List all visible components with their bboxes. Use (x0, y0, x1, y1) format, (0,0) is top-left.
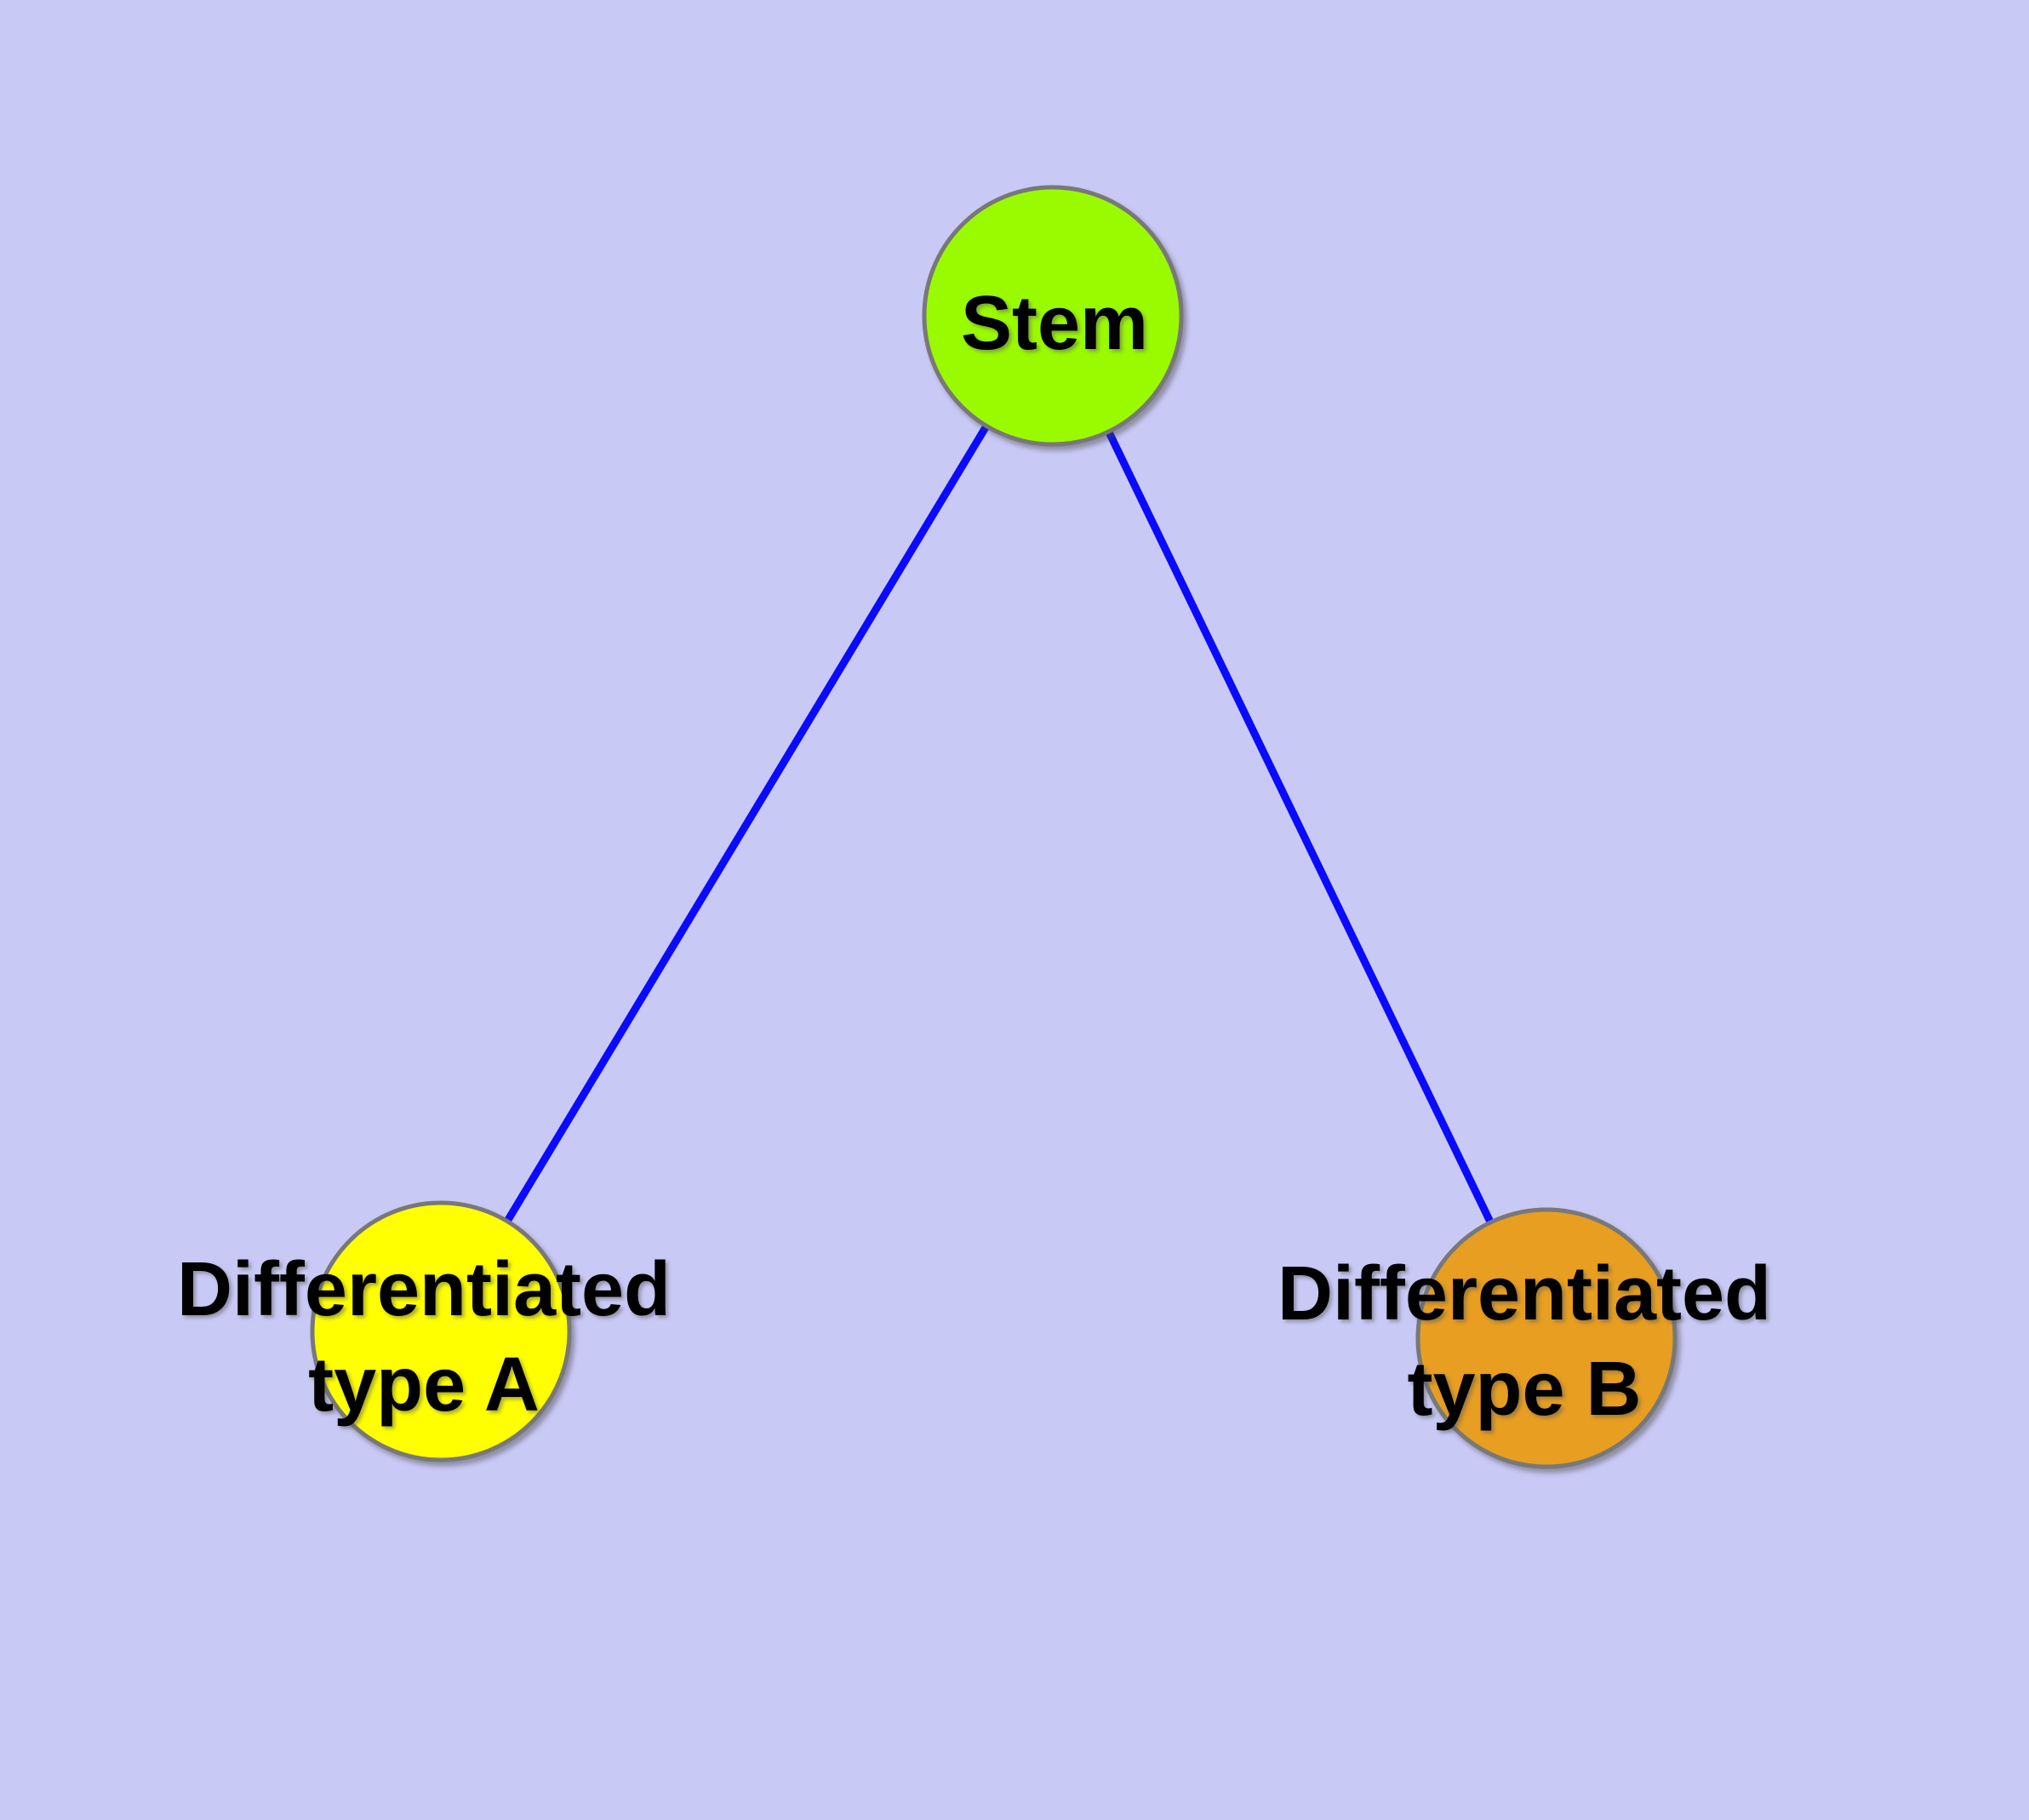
edge-stem-to-type-b (1049, 314, 1551, 1340)
node-type-b-label-line1: Differentiated (1277, 1251, 1771, 1336)
node-type-a-circle (310, 1200, 572, 1462)
nodes-layer (310, 185, 1677, 1469)
node-stem-circle (922, 185, 1184, 447)
node-stem-label: Stem (961, 281, 1148, 366)
node-type-b-circle (1415, 1207, 1677, 1469)
node-type-b-label-line2: type B (1407, 1347, 1641, 1432)
edges-layer (437, 313, 1551, 1340)
edge-stem-to-type-a (437, 313, 1056, 1334)
labels-layer: Stem Differentiated type A Differentiate… (177, 281, 1771, 1432)
node-type-a-label-line1: Differentiated (177, 1247, 671, 1332)
node-type-a-label-line2: type A (308, 1342, 540, 1428)
